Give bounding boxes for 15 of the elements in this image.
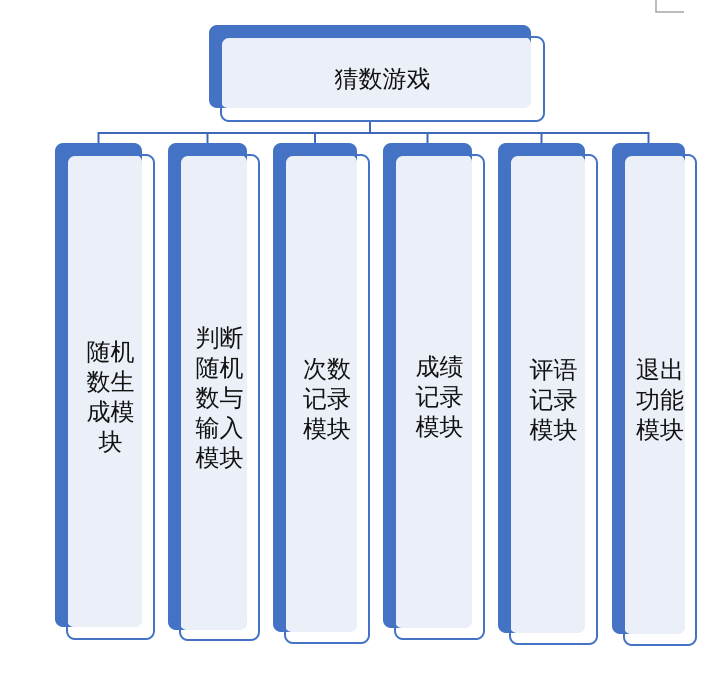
hierarchy-box [209,25,545,122]
box-label: 成绩记录模块 [414,352,464,442]
box-label: 随机数生成模块 [86,337,136,457]
hierarchy-box [383,143,485,640]
box-label: 猜数游戏 [334,64,430,94]
box-label: 退出功能模块 [635,355,685,445]
hierarchy-box [55,143,155,640]
box-label: 判断随机数与输入模块 [194,322,244,472]
connector-line [369,122,650,143]
box-label: 评语记录模块 [528,354,578,444]
hierarchy-box [168,143,260,641]
hierarchy-box [612,143,697,646]
hierarchy-box [273,143,370,644]
hierarchy-box [498,143,598,645]
box-label: 次数记录模块 [302,354,352,444]
